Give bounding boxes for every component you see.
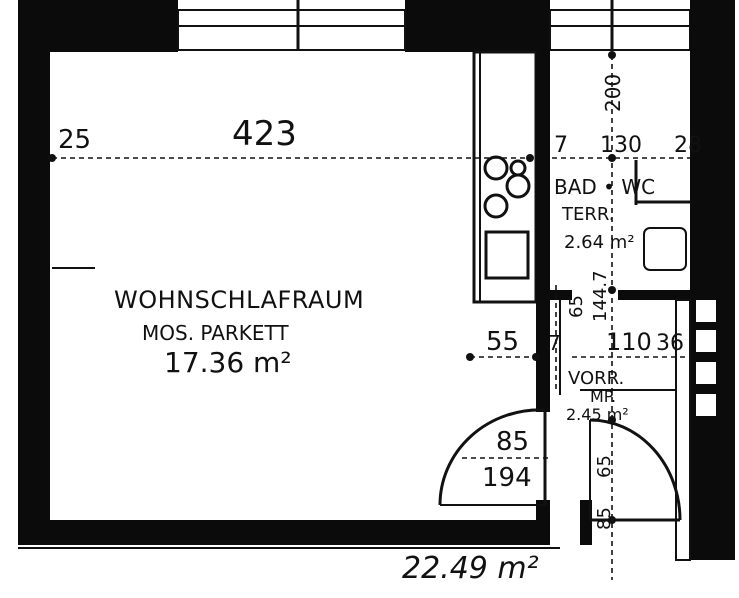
room-living-floor: MOS. PARKETT xyxy=(142,321,289,345)
door-frac-num: 85 xyxy=(496,427,529,457)
window-left xyxy=(177,0,406,51)
dim-door-gap: 7 xyxy=(548,331,561,355)
dim-hall-b: 36 xyxy=(656,331,684,356)
bath-wall-bottom-left xyxy=(550,290,572,300)
shower-tray xyxy=(643,227,687,271)
room-bath-name: BAD • WC xyxy=(554,175,655,199)
room-bath-area: 2.64 m² xyxy=(564,232,635,253)
room-hall-name: VORR. xyxy=(568,368,624,389)
bath-wall-bottom-right xyxy=(618,290,690,300)
room-living-area: 17.36 m² xyxy=(164,346,292,379)
dim-vert-low: 65 xyxy=(594,455,615,478)
partition-wall xyxy=(536,52,550,412)
dim-door-width: 55 xyxy=(486,327,519,357)
partition-wall-lower xyxy=(536,500,550,545)
bottom-wall xyxy=(18,520,548,545)
door-frac-den: 194 xyxy=(482,463,532,493)
room-bath-floor: TERR. xyxy=(561,204,614,225)
shaft-hatching xyxy=(696,300,716,416)
dim-top-right-b: 130 xyxy=(600,133,642,158)
room-hall-floor: MP. xyxy=(590,387,616,406)
window-right xyxy=(549,0,691,51)
dim-top-right-a: 7 xyxy=(554,133,568,158)
dim-vert-mid: 144.7 xyxy=(590,270,611,322)
room-hall-area: 2.45 m² xyxy=(566,405,629,424)
left-wall xyxy=(18,0,50,545)
dim-top-main: 423 xyxy=(232,114,297,154)
right-wall xyxy=(690,0,735,560)
total-area: 22.49 m² xyxy=(402,551,539,586)
dim-vert-bottom: 85 xyxy=(594,507,615,530)
room-living-name: WOHNSCHLAFRAUM xyxy=(114,286,364,314)
dim-top-left: 25 xyxy=(58,125,91,155)
dim-vertical-top: 200 xyxy=(601,74,625,112)
top-wall-mid xyxy=(405,0,550,52)
dim-top-right-c: 28 xyxy=(674,133,702,158)
door-entrance xyxy=(589,418,682,522)
kitchen-unit xyxy=(472,50,538,304)
dim-hall-a: 110 xyxy=(606,328,652,356)
dim-vert-65: 65 xyxy=(566,295,587,318)
